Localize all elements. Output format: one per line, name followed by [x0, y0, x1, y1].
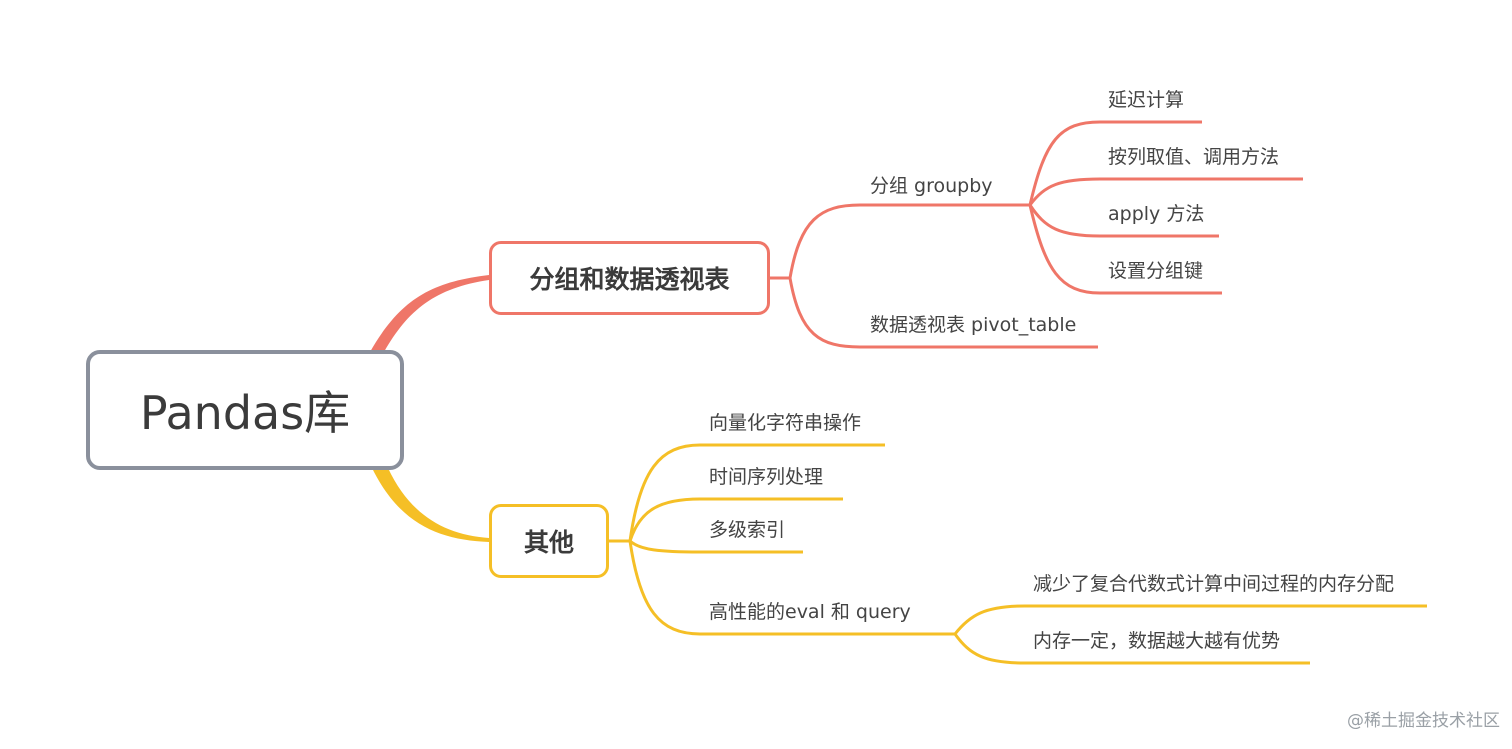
- topic-memory-allocation[interactable]: 减少了复合代数式计算中间过程的内存分配: [1033, 573, 1395, 595]
- topic-eval-query[interactable]: 高性能的eval 和 query: [709, 601, 911, 623]
- branch-1-links: [770, 120, 1303, 349]
- topic-time-series[interactable]: 时间序列处理: [709, 466, 824, 488]
- root-node[interactable]: Pandas库: [86, 350, 404, 470]
- root-to-branch-2-link: [372, 468, 489, 542]
- topic-group-keys[interactable]: 设置分组键: [1108, 260, 1204, 282]
- topic-column-methods[interactable]: 按列取值、调用方法: [1108, 146, 1280, 168]
- topic-groupby[interactable]: 分组 groupby: [870, 175, 993, 197]
- topic-apply-method[interactable]: apply 方法: [1108, 203, 1205, 225]
- topic-multiindex[interactable]: 多级索引: [709, 519, 786, 541]
- root-to-branch-1-link: [370, 275, 489, 352]
- topic-pivot-table[interactable]: 数据透视表 pivot_table: [870, 314, 1077, 336]
- topic-lazy-eval[interactable]: 延迟计算: [1108, 89, 1185, 111]
- branch-2-links: [609, 443, 1427, 665]
- watermark: @稀土掘金技术社区: [1347, 711, 1500, 731]
- topic-vectorized-strings[interactable]: 向量化字符串操作: [709, 412, 862, 434]
- topic-large-data-advantage[interactable]: 内存一定，数据越大越有优势: [1033, 630, 1281, 652]
- branch-node-other[interactable]: 其他: [489, 504, 609, 578]
- branch-node-groupby-pivot[interactable]: 分组和数据透视表: [489, 241, 770, 315]
